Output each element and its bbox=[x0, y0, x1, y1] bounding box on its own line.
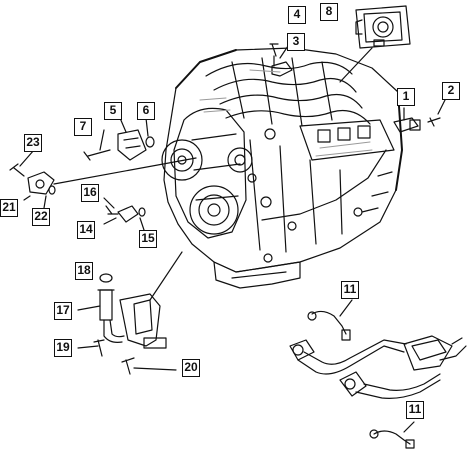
engine-block bbox=[161, 47, 403, 289]
callout-11-lower[interactable]: 11 bbox=[406, 401, 424, 419]
callout-23[interactable]: 23 bbox=[24, 134, 42, 152]
map-sensor-part bbox=[269, 43, 293, 77]
oil-pressure-sensor-part bbox=[93, 273, 167, 375]
callout-21[interactable]: 21 bbox=[0, 199, 18, 217]
cam-position-sensor-part bbox=[393, 117, 441, 133]
callout-17[interactable]: 17 bbox=[54, 302, 72, 320]
callout-11-upper[interactable]: 11 bbox=[341, 281, 359, 299]
callout-7[interactable]: 7 bbox=[74, 118, 92, 136]
callout-1[interactable]: 1 bbox=[397, 88, 415, 106]
callout-3[interactable]: 3 bbox=[287, 33, 305, 51]
callout-22[interactable]: 22 bbox=[32, 208, 50, 226]
oxygen-sensor-lower-part bbox=[369, 429, 415, 449]
callout-4[interactable]: 4 bbox=[288, 6, 306, 24]
leader-line bbox=[339, 47, 373, 83]
callout-18[interactable]: 18 bbox=[75, 262, 93, 280]
temperature-sensor-part bbox=[9, 163, 56, 195]
callout-2[interactable]: 2 bbox=[442, 82, 460, 100]
callout-16[interactable]: 16 bbox=[81, 184, 99, 202]
callout-6[interactable]: 6 bbox=[137, 102, 155, 120]
knock-sensor-part bbox=[105, 205, 146, 223]
shading-strokes bbox=[199, 69, 373, 157]
callout-20[interactable]: 20 bbox=[182, 359, 200, 377]
crank-sensor-part bbox=[83, 129, 155, 161]
callout-19[interactable]: 19 bbox=[54, 339, 72, 357]
exhaust-catalytic-converters bbox=[289, 335, 467, 399]
callout-8[interactable]: 8 bbox=[320, 3, 338, 21]
oxygen-sensor-upper-part bbox=[307, 310, 351, 341]
throttle-body-part bbox=[355, 5, 411, 49]
callout-14[interactable]: 14 bbox=[77, 221, 95, 239]
callout-15[interactable]: 15 bbox=[139, 230, 157, 248]
callout-5[interactable]: 5 bbox=[104, 102, 122, 120]
